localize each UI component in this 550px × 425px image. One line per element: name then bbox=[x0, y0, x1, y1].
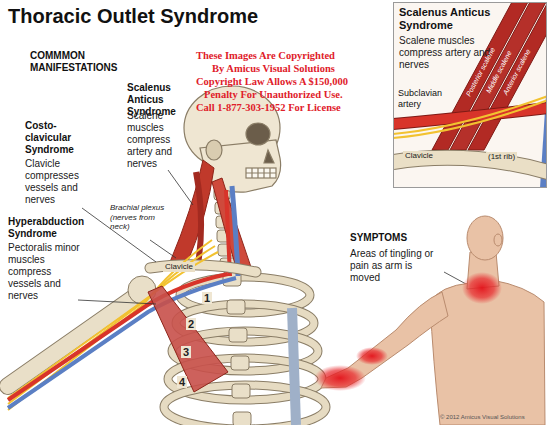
skull bbox=[206, 140, 222, 160]
inset-illustration bbox=[393, 108, 547, 124]
leader-lines bbox=[78, 300, 156, 304]
part-label: Clavicle bbox=[403, 151, 435, 161]
section-heading: COMMMON MANIFESTATIONS bbox=[30, 50, 140, 74]
arm bbox=[8, 292, 142, 386]
title: Thoracic Outlet Syndrome bbox=[8, 4, 258, 28]
spine bbox=[227, 300, 245, 314]
pain-areas bbox=[356, 347, 388, 365]
rib-cage bbox=[292, 308, 296, 425]
skull bbox=[246, 168, 276, 178]
arm bbox=[8, 278, 236, 408]
callout-number: 4 bbox=[177, 376, 187, 388]
skull bbox=[264, 150, 274, 163]
spine bbox=[231, 356, 249, 370]
human-figure bbox=[494, 234, 502, 246]
syndrome-description: Pectoralis minor muscles compress vessel… bbox=[8, 242, 80, 302]
leader-lines bbox=[444, 272, 466, 284]
callout-number: 3 bbox=[181, 346, 191, 358]
watermark: Call 1-877-303-1952 For License bbox=[196, 102, 341, 115]
inset-illustration bbox=[393, 108, 547, 124]
syndrome-description: Clavicle compresses vessels and nerves bbox=[25, 158, 93, 206]
skull bbox=[246, 123, 270, 145]
human-figure bbox=[321, 216, 545, 425]
leader-lines bbox=[78, 170, 466, 304]
arm bbox=[8, 274, 228, 400]
syndrome-heading: Hyperabduction Syndrome bbox=[8, 216, 108, 240]
part-label: Subclavian artery bbox=[398, 88, 443, 110]
pain-areas bbox=[314, 365, 366, 391]
copyright-note: © 2012 Amicus Visual Solutions bbox=[440, 414, 525, 421]
watermark: By Amicus Visual Solutions bbox=[212, 63, 335, 76]
callout-number: 1 bbox=[202, 292, 212, 304]
rib-cage bbox=[164, 385, 326, 425]
neck-muscles bbox=[170, 160, 252, 276]
pain-areas bbox=[462, 272, 502, 304]
symptom-description: Areas of tingling or pain as arm is move… bbox=[350, 248, 442, 284]
arm bbox=[8, 292, 142, 386]
skull bbox=[246, 168, 276, 178]
part-label: Clavicle bbox=[163, 262, 195, 272]
human-figure bbox=[467, 216, 503, 260]
spine bbox=[229, 328, 247, 342]
watermark: These Images Are Copyrighted bbox=[196, 50, 335, 63]
pectoralis-minor bbox=[148, 286, 228, 392]
watermark: Copyright Law Allows A $150,000 bbox=[196, 76, 348, 89]
syndrome-heading: Costo-clavicular Syndrome bbox=[25, 120, 93, 156]
part-label: Brachial plexus (nerves from neck) bbox=[110, 203, 172, 232]
inset-illustration bbox=[450, 2, 546, 150]
section-heading: SYMPTOMS bbox=[350, 232, 407, 244]
syndrome-description: Scalene muscles compress artery and nerv… bbox=[127, 110, 189, 170]
rib-cage bbox=[164, 277, 326, 425]
inset-illustration bbox=[393, 2, 547, 188]
part-label: (1st rib) bbox=[486, 152, 517, 162]
arm bbox=[8, 240, 236, 410]
watermark: Penalty For Unauthorized Use. bbox=[204, 89, 343, 102]
pain-areas bbox=[314, 272, 502, 391]
inset-illustration bbox=[393, 2, 547, 188]
panel-heading: Scalenus Anticus Syndrome bbox=[399, 6, 499, 32]
leader-lines bbox=[168, 170, 193, 205]
callout-number: 2 bbox=[186, 318, 196, 330]
spine bbox=[233, 412, 251, 425]
leader-lines bbox=[150, 240, 176, 258]
spine bbox=[232, 384, 250, 398]
rib-cage bbox=[164, 385, 326, 425]
